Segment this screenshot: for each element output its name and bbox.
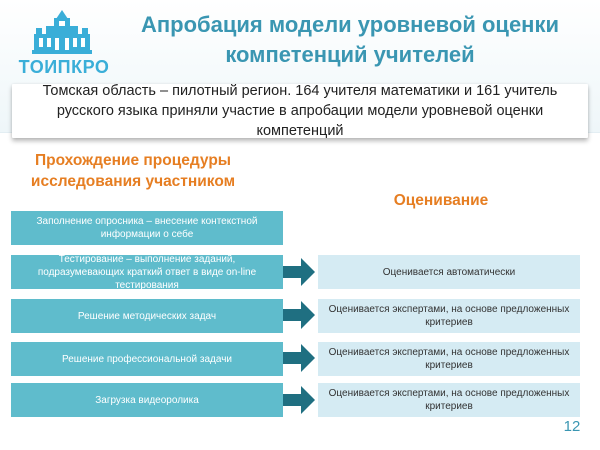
slide-title: Апробация модели уровневой оценки компет…: [140, 12, 560, 67]
step-box-questionnaire: Заполнение опросника – внесение контекст…: [11, 211, 283, 245]
arrow-right-icon: [283, 386, 315, 414]
evaluation-box-experts: Оценивается экспертами, на основе предло…: [318, 342, 580, 376]
evaluation-box-experts: Оценивается экспертами, на основе предло…: [318, 383, 580, 417]
evaluation-heading: Оценивание: [393, 192, 489, 209]
intro-text: Томская область – пилотный регион. 164 у…: [42, 83, 558, 139]
step-box-professional-task: Решение профессиональной задачи: [11, 342, 283, 376]
evaluation-box-experts: Оценивается экспертами, на основе предло…: [318, 299, 580, 333]
evaluation-label: Оценивается автоматически: [382, 266, 516, 278]
step-label: Загрузка видеоролика: [95, 394, 199, 406]
step-label: Заполнение опросника – внесение контекст…: [36, 216, 258, 240]
page-number: 12: [563, 418, 581, 435]
step-label: Тестирование – выполнение заданий, подра…: [37, 253, 257, 291]
step-box-methodical-tasks: Решение методических задач: [11, 299, 283, 333]
logo: ТОИПКРО: [10, 10, 118, 77]
arrow-right-icon: [283, 301, 315, 329]
evaluation-label: Оценивается экспертами, на основе предло…: [328, 347, 570, 371]
arrow-right-icon: [283, 344, 315, 372]
step-box-video-upload: Загрузка видеоролика: [11, 383, 283, 417]
step-label: Решение профессиональной задачи: [62, 353, 232, 365]
evaluation-label: Оценивается экспертами, на основе предло…: [328, 304, 570, 328]
evaluation-box-automatic: Оценивается автоматически: [318, 255, 580, 289]
step-box-testing: Тестирование – выполнение заданий, подра…: [11, 253, 283, 291]
evaluation-label: Оценивается экспертами, на основе предло…: [328, 388, 570, 412]
arrow-right-icon: [283, 258, 315, 286]
step-label: Решение методических задач: [77, 310, 217, 322]
logo-text: ТОИПКРО: [18, 57, 110, 77]
procedure-heading: Прохождение процедуры исследования участ…: [30, 152, 236, 190]
building-logo-icon: [32, 10, 92, 54]
intro-box: Томская область – пилотный регион. 164 у…: [12, 83, 588, 139]
